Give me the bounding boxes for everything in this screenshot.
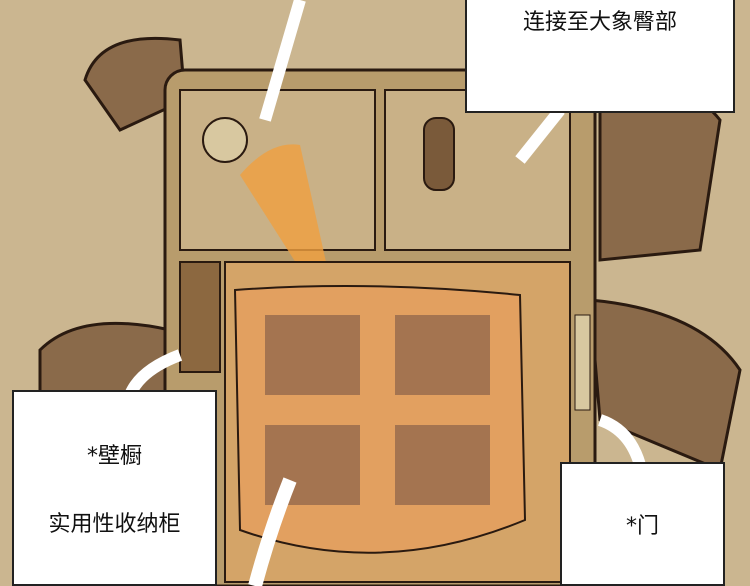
- door-label: *门: [625, 514, 659, 539]
- caption-closet: *壁橱 实用性收纳柜: [12, 390, 217, 586]
- closet-description: 实用性收纳柜: [48, 512, 181, 537]
- caption-top-right: 连接至大象臀部: [465, 0, 735, 113]
- closet-title: *壁橱: [86, 444, 142, 469]
- caption-text: 连接至大象臀部: [522, 10, 677, 35]
- caption-door: *门: [560, 462, 725, 586]
